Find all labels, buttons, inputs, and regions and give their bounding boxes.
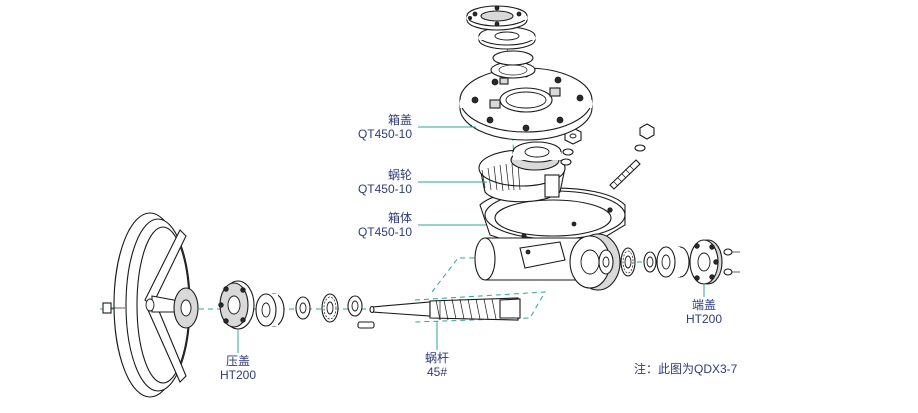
worm-wheel-label: 蜗轮 QT450-10 (340, 168, 412, 196)
gearbox-body (474, 187, 626, 291)
worm-shaft (369, 297, 521, 321)
worm-projection-line (414, 291, 546, 323)
indicator-disc (478, 26, 536, 79)
gland-label: 压盖 HT200 (208, 354, 268, 382)
bolt-left (102, 302, 125, 314)
end-cover-name: 端盖 (691, 298, 716, 312)
worm-material: 45# (426, 365, 448, 379)
worm-name: 蜗杆 (424, 351, 449, 365)
bearing-1 (321, 293, 339, 323)
box-body-label: 箱体 QT450-10 (340, 211, 412, 239)
top-cap (466, 5, 528, 31)
end-bolts (723, 248, 740, 276)
bearing-3 (620, 247, 636, 277)
worm-wheel-material: QT450-10 (357, 182, 412, 196)
diagram-note: 注：此图为QDX3-7 (634, 362, 738, 376)
worm-wheel-part (478, 141, 566, 203)
gland-material: HT200 (219, 368, 257, 382)
end-cover-material: HT200 (685, 312, 723, 326)
box-cover-material: QT450-10 (357, 127, 412, 141)
washer-2 (347, 295, 363, 317)
box-cover-part (459, 67, 593, 141)
worm-wheel-name: 蜗轮 (387, 168, 412, 182)
box-cover-label: 箱盖 QT450-10 (340, 113, 412, 141)
end-cover-part (689, 239, 723, 285)
bearing-2 (598, 249, 614, 275)
box-body-name: 箱体 (387, 211, 412, 225)
gland-name: 压盖 (225, 354, 250, 368)
bushing (255, 293, 285, 327)
washer-3 (643, 251, 657, 273)
gland-part (218, 280, 255, 330)
worm-projection-line-2 (431, 257, 475, 293)
stud-bolt (609, 123, 655, 190)
key (357, 321, 375, 329)
spacer (656, 246, 690, 278)
handwheel (113, 212, 199, 398)
box-body-material: QT450-10 (357, 225, 412, 239)
end-cover-label: 端盖 HT200 (674, 298, 734, 326)
box-cover-name: 箱盖 (387, 113, 412, 127)
washer-1 (295, 296, 311, 320)
worm-label: 蜗杆 45# (412, 351, 462, 379)
